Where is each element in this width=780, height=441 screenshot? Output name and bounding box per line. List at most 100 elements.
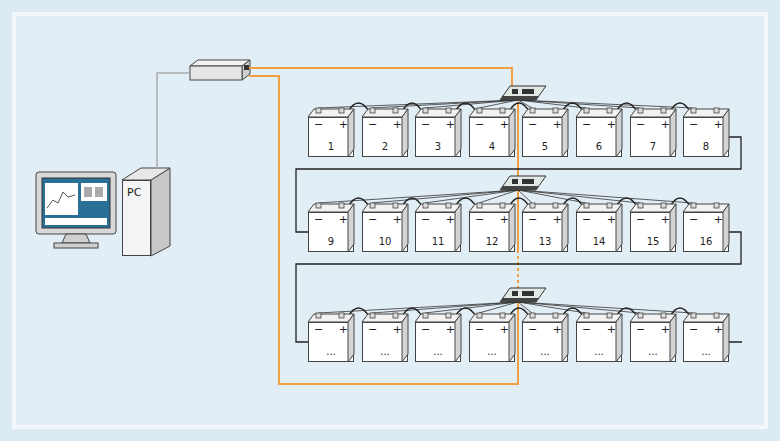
- cell-number: ...: [309, 346, 353, 358]
- pc-tower: PC: [122, 180, 151, 256]
- battery-side: [723, 204, 729, 252]
- terminal-sign: +: [714, 119, 723, 131]
- device-label: PC: [127, 187, 141, 199]
- bus-cable: [249, 68, 518, 384]
- terminal: [530, 108, 535, 113]
- terminal-sign: +: [714, 324, 723, 336]
- terminal: [530, 203, 535, 208]
- battery-cell: −+...: [683, 322, 729, 362]
- terminal-sign: +: [339, 324, 348, 336]
- terminal-sign: −: [689, 214, 698, 226]
- terminal: [714, 108, 719, 113]
- terminal-sign: −: [689, 324, 698, 336]
- terminal: [714, 313, 719, 318]
- cell-number: 6: [577, 141, 621, 153]
- terminal: [393, 108, 398, 113]
- battery-cell: −+10: [362, 212, 408, 252]
- battery-side: [509, 314, 515, 362]
- battery-top: [630, 109, 676, 117]
- terminal-sign: −: [689, 119, 698, 131]
- cell-number: 1: [309, 141, 353, 153]
- battery-top: [469, 314, 515, 322]
- cell-number: 8: [684, 141, 728, 153]
- cell-number: 5: [523, 141, 567, 153]
- battery-cell: −+4: [469, 117, 515, 157]
- battery-side: [348, 314, 354, 362]
- battery-top: [522, 314, 568, 322]
- cell-number: ...: [577, 346, 621, 358]
- terminal-sign: −: [368, 119, 377, 131]
- terminal-sign: +: [607, 324, 616, 336]
- sense-wire: [372, 190, 518, 203]
- serial-cable: [157, 73, 190, 168]
- terminal: [607, 203, 612, 208]
- cell-number: 12: [470, 236, 514, 248]
- battery-top: [576, 204, 622, 212]
- sense-wires: [318, 100, 693, 313]
- terminal-sign: −: [421, 214, 430, 226]
- pc-tower-top: [122, 168, 170, 180]
- terminal: [339, 313, 344, 318]
- battery-top: [362, 109, 408, 117]
- terminal: [691, 203, 696, 208]
- terminal-sign: −: [314, 214, 323, 226]
- terminal: [584, 313, 589, 318]
- battery-top: [630, 314, 676, 322]
- terminal-sign: −: [636, 214, 645, 226]
- terminal-sign: −: [582, 324, 591, 336]
- terminal-sign: +: [500, 119, 509, 131]
- battery-cell: −+9: [308, 212, 354, 252]
- terminal-sign: −: [475, 214, 484, 226]
- terminal-sign: +: [607, 214, 616, 226]
- battery-top: [522, 109, 568, 117]
- converter-box: [190, 60, 250, 80]
- terminal: [553, 313, 558, 318]
- battery-top: [362, 314, 408, 322]
- battery-cell: −+16: [683, 212, 729, 252]
- battery-side: [616, 204, 622, 252]
- cell-number: 4: [470, 141, 514, 153]
- battery-top: [630, 204, 676, 212]
- battery-side: [402, 109, 408, 157]
- terminal: [607, 313, 612, 318]
- cell-number: ...: [416, 346, 460, 358]
- terminal-sign: −: [636, 119, 645, 131]
- battery-top: [415, 314, 461, 322]
- sense-wire: [518, 190, 693, 203]
- battery-cell: −+13: [522, 212, 568, 252]
- battery-cell: −+2: [362, 117, 408, 157]
- terminal: [638, 108, 643, 113]
- terminal-sign: −: [475, 324, 484, 336]
- battery-side: [562, 314, 568, 362]
- battery-top: [415, 109, 461, 117]
- terminal-sign: +: [339, 119, 348, 131]
- terminal-sign: −: [368, 324, 377, 336]
- battery-side: [402, 204, 408, 252]
- terminal: [370, 108, 375, 113]
- battery-side: [562, 109, 568, 157]
- terminal-sign: +: [446, 324, 455, 336]
- monitor-module: [500, 288, 546, 302]
- terminal: [393, 313, 398, 318]
- terminal: [316, 108, 321, 113]
- terminal-sign: +: [446, 119, 455, 131]
- battery-top: [469, 204, 515, 212]
- terminal: [553, 203, 558, 208]
- terminal-sign: −: [582, 214, 591, 226]
- battery-cell: −+14: [576, 212, 622, 252]
- battery-cell: −+7: [630, 117, 676, 157]
- terminal: [584, 203, 589, 208]
- battery-side: [616, 109, 622, 157]
- battery-cell: −+...: [630, 322, 676, 362]
- cell-number: 16: [684, 236, 728, 248]
- cell-number: ...: [523, 346, 567, 358]
- terminal: [500, 313, 505, 318]
- monitor: [36, 172, 116, 248]
- terminal: [500, 203, 505, 208]
- terminal: [316, 313, 321, 318]
- battery-side: [670, 204, 676, 252]
- battery-cell: −+...: [362, 322, 408, 362]
- battery-side: [455, 109, 461, 157]
- cell-number: 9: [309, 236, 353, 248]
